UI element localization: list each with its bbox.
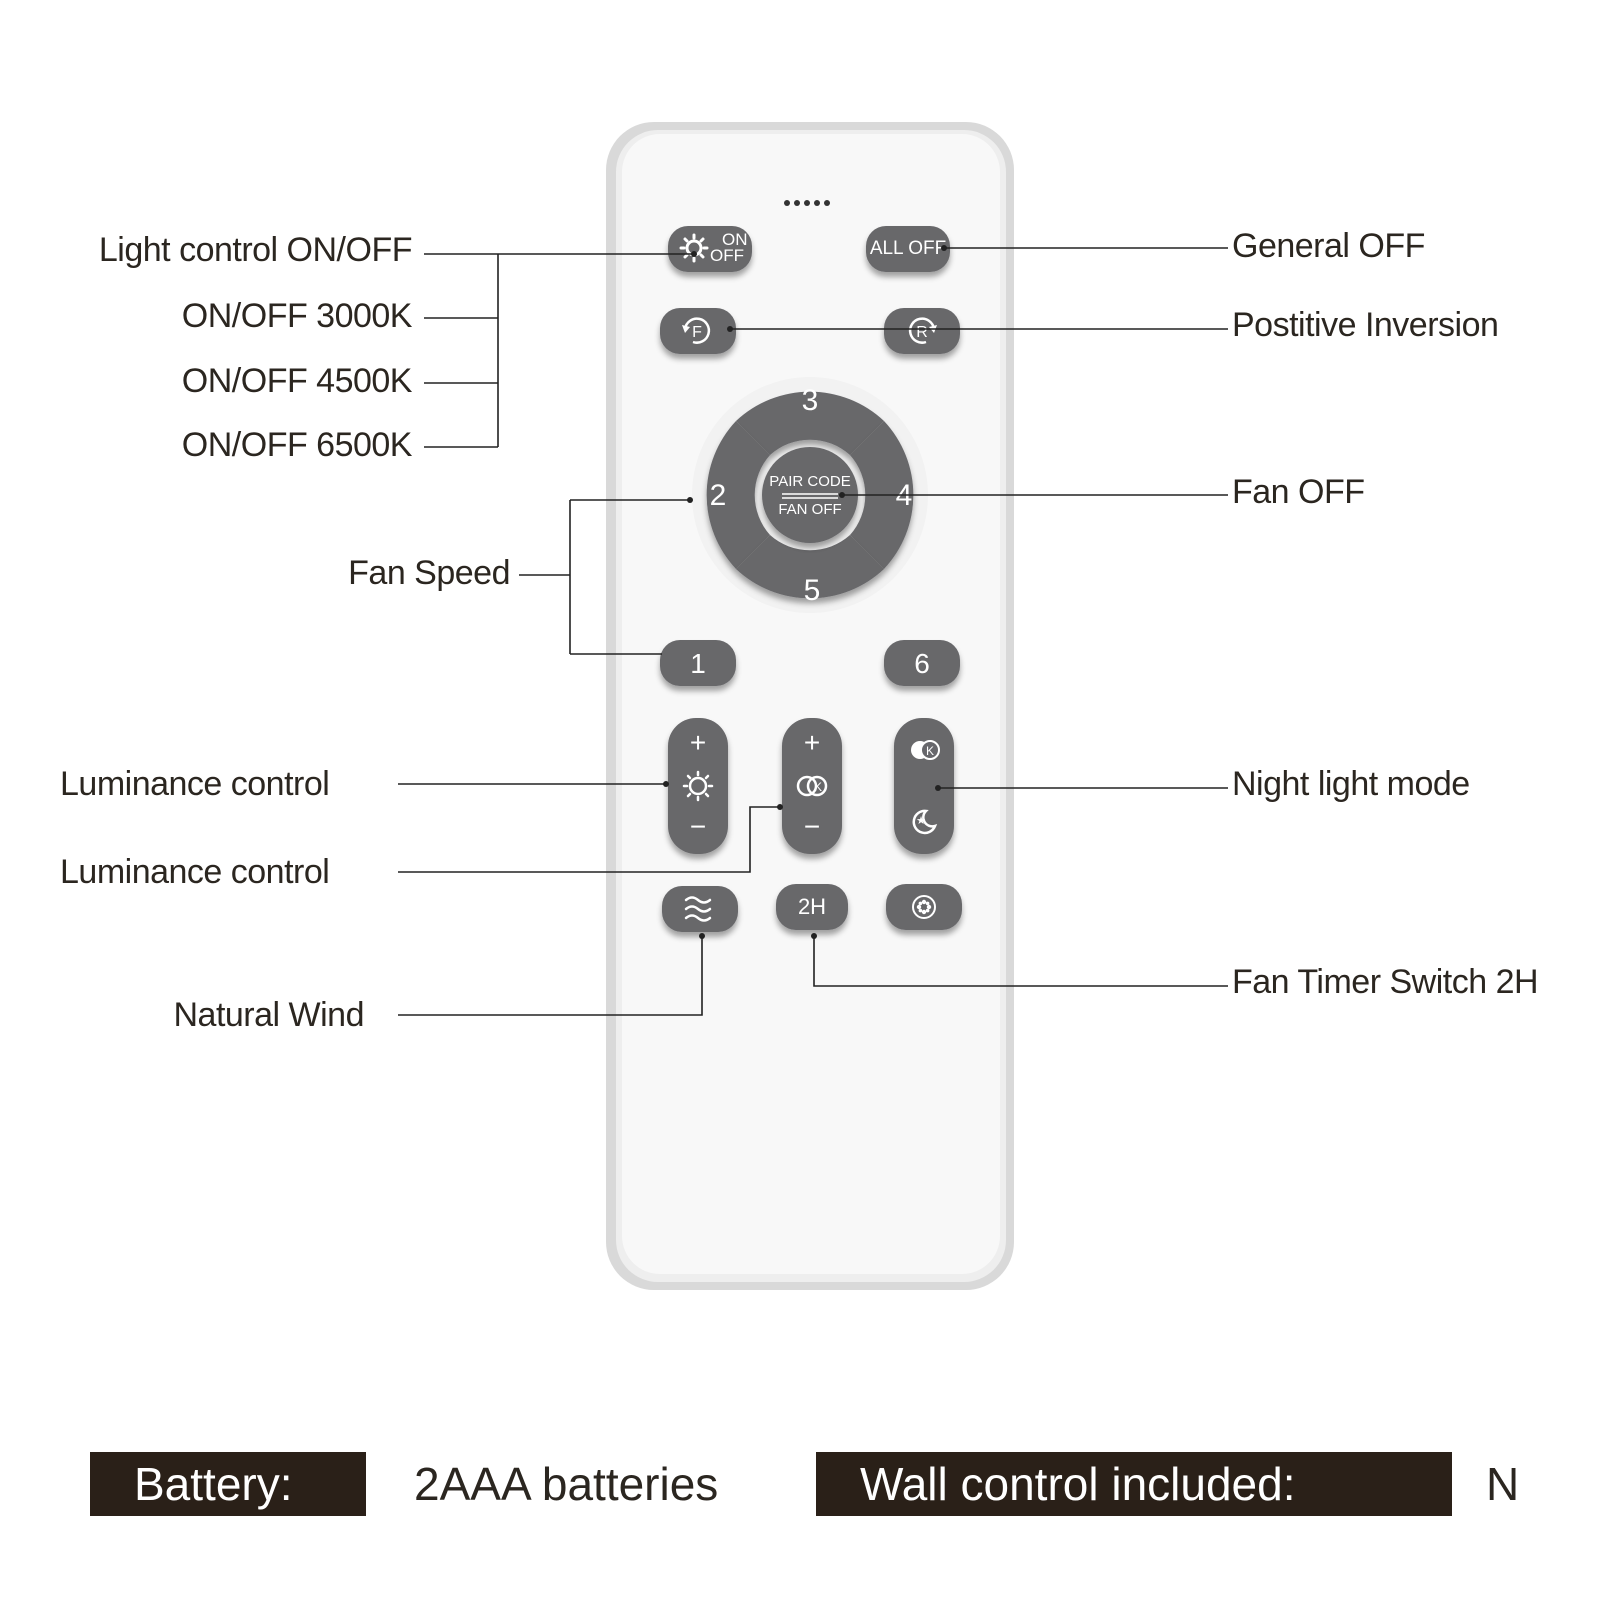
label-fan-timer: Fan Timer Switch 2H (1232, 963, 1539, 1001)
speed-5-text: 5 (804, 574, 821, 607)
flower-dots-icon (912, 895, 936, 919)
label-night-light: Night light mode (1232, 765, 1470, 803)
speed-2-button[interactable]: 2 (706, 421, 770, 569)
brightness-plus-button[interactable]: + (690, 727, 706, 758)
label-positive-inversion: Postitive Inversion (1232, 306, 1499, 344)
leader-endpoints (663, 245, 947, 939)
speed-1-text: 1 (690, 648, 706, 679)
battery-value: 2AAA batteries (414, 1458, 719, 1510)
label-onoff-3000k: ON/OFF 3000K (181, 297, 413, 335)
off-text: OFF (710, 246, 744, 265)
natural-wind-button[interactable] (662, 886, 738, 932)
color-temp-icon: K (796, 775, 828, 797)
pair-code-text: PAIR CODE (769, 473, 850, 490)
light-onoff-button[interactable]: ON OFF (668, 226, 752, 272)
wind-wave-icon (684, 896, 712, 922)
color-temp-k-text: K (814, 780, 822, 794)
label-onoff-4500k: ON/OFF 4500K (181, 362, 413, 400)
speed-2-text: 2 (710, 479, 727, 512)
speed-6-text: 6 (914, 648, 930, 679)
label-light-control: Light control ON/OFF (98, 231, 413, 269)
color-temp-rocker: + K − (782, 718, 842, 854)
label-luminance-2: Luminance control (60, 853, 330, 891)
all-off-button[interactable]: ALL OFF (866, 226, 950, 272)
kelvin-mode-text: K (926, 744, 934, 758)
label-natural-wind: Natural Wind (173, 996, 364, 1034)
timer-2h-button[interactable]: 2H (776, 884, 848, 930)
brightness-rocker: + − (668, 718, 728, 854)
wall-control-label: Wall control included: (816, 1452, 1452, 1516)
speed-3-button[interactable]: 3 (736, 384, 884, 455)
remote-body (622, 134, 1000, 1274)
brightness-minus-button[interactable]: − (690, 811, 706, 842)
light-bracket-line (424, 253, 694, 448)
label-fan-speed: Fan Speed (348, 554, 510, 592)
reverse-letter: R (916, 324, 928, 341)
svg-text:★: ★ (916, 814, 926, 827)
leader-lines (398, 247, 1228, 1016)
speed-1-button[interactable]: 1 (660, 640, 736, 686)
battery-label: Battery: (90, 1452, 366, 1516)
night-light-rocker: K ★ (894, 718, 954, 854)
label-general-off: General OFF (1232, 227, 1425, 265)
fan-speed-line (519, 499, 690, 655)
color-temp-minus-button[interactable]: − (804, 811, 820, 842)
speed-6-button[interactable]: 6 (884, 640, 960, 686)
timer-2h-text: 2H (798, 894, 826, 919)
speed-5-button[interactable]: 5 (736, 535, 884, 607)
kelvin-mode-icon[interactable]: K (911, 740, 940, 760)
fan-off-text: FAN OFF (778, 501, 841, 518)
all-off-text: ALL OFF (870, 238, 946, 259)
on-text: ON (722, 230, 748, 249)
label-fan-off: Fan OFF (1232, 473, 1365, 511)
forward-button[interactable]: F (660, 308, 736, 354)
timer-line (813, 936, 1228, 987)
label-onoff-6500k: ON/OFF 6500K (181, 426, 413, 464)
rotate-forward-icon: F (682, 317, 711, 344)
moon-icon[interactable]: ★ (912, 809, 938, 835)
dimmer-mode-button[interactable] (886, 884, 962, 930)
indicator-led-dots (784, 200, 830, 206)
reverse-button[interactable]: R (884, 308, 960, 354)
label-luminance-1: Luminance control (60, 765, 330, 803)
pair-code-fan-off-button[interactable]: PAIR CODE FAN OFF (762, 447, 858, 543)
natural-wind-line (398, 936, 703, 1016)
forward-letter: F (692, 324, 702, 341)
brightness-sun-icon (682, 770, 714, 802)
luminance-line-2 (398, 806, 780, 873)
color-temp-plus-button[interactable]: + (804, 727, 820, 758)
speed-3-text: 3 (802, 384, 819, 417)
wall-control-value: N (1486, 1458, 1520, 1510)
